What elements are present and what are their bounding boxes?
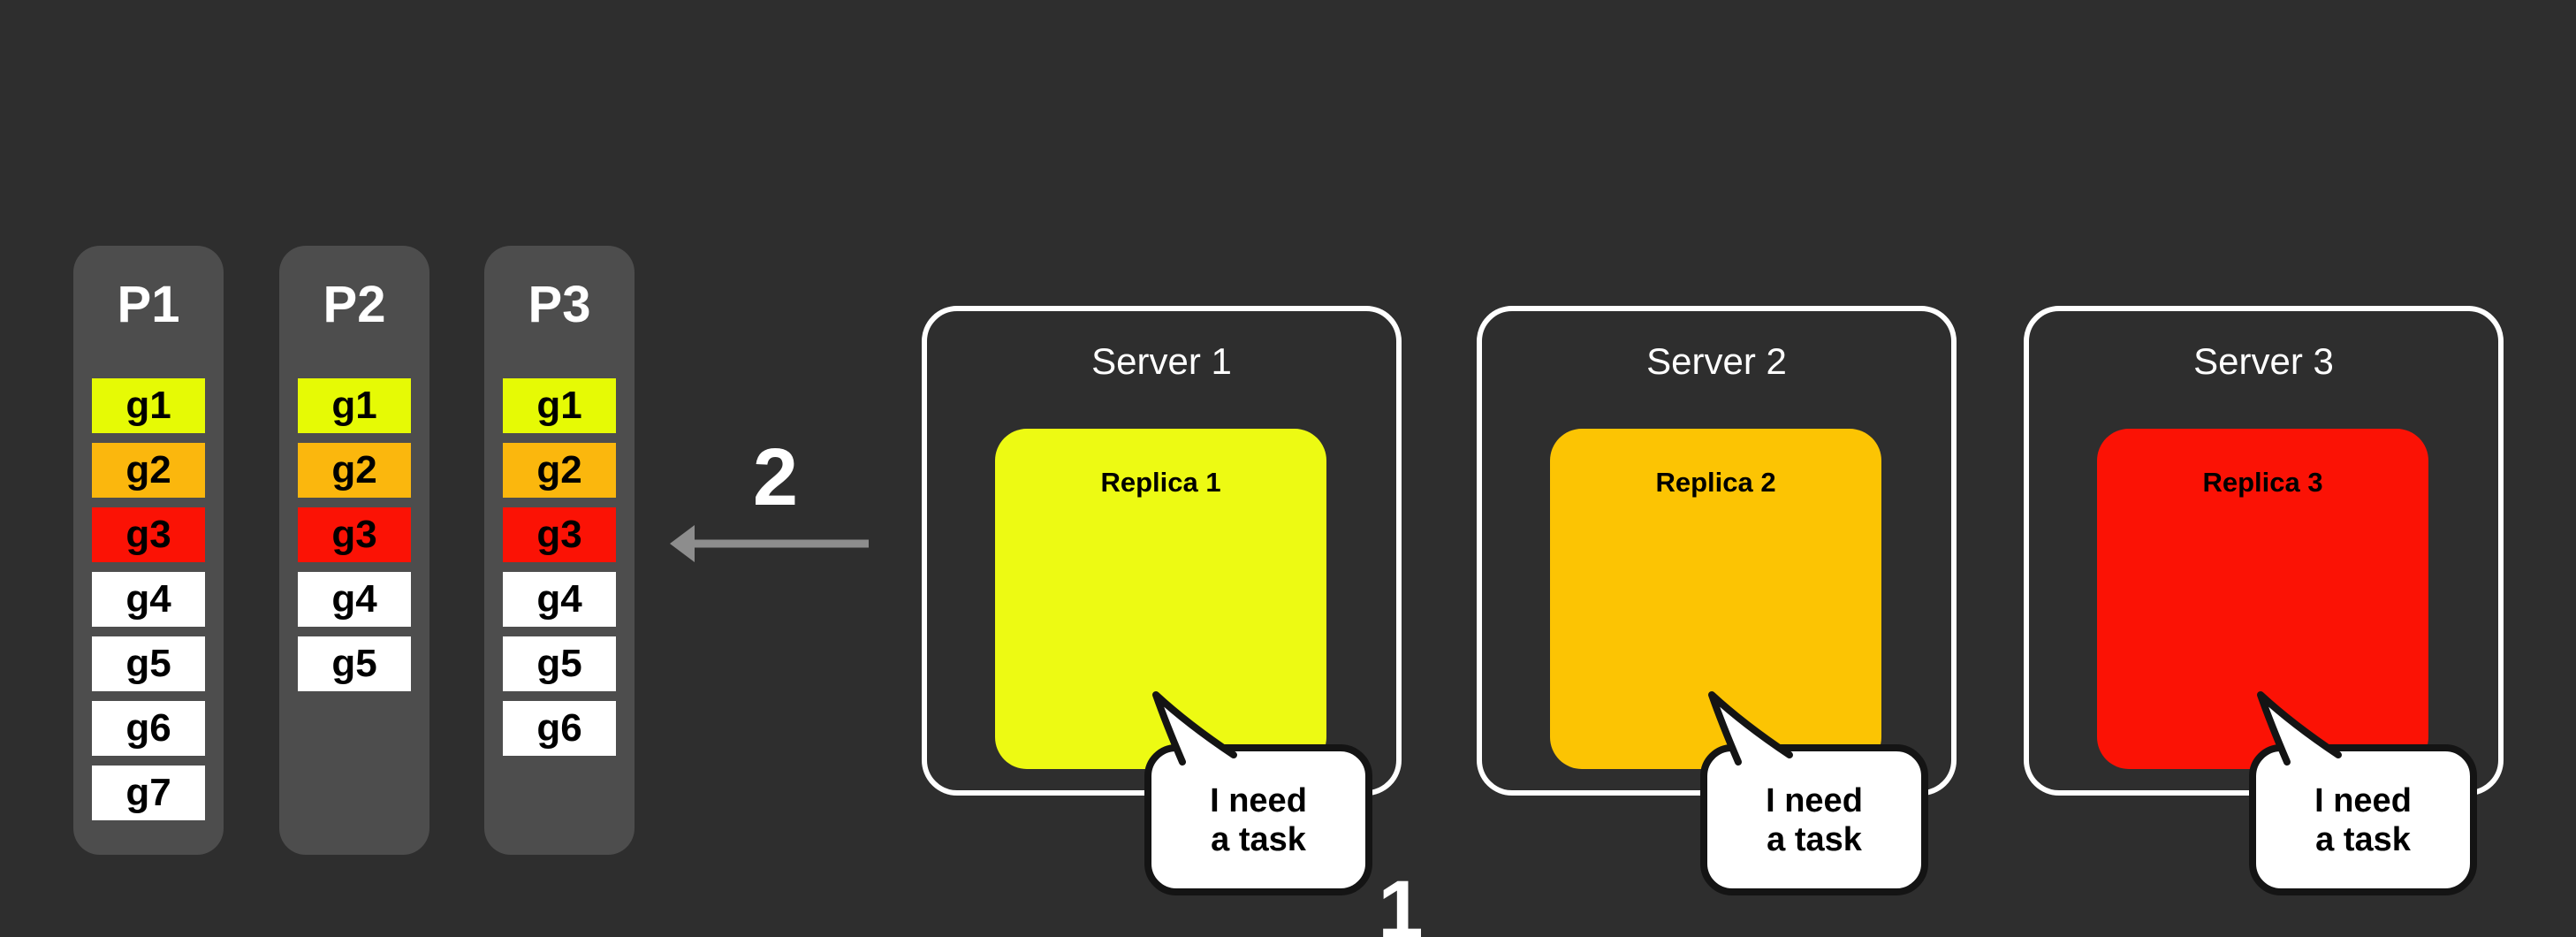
task-cell: g5	[503, 636, 616, 691]
server-title: Server 3	[2193, 340, 2334, 382]
speech-tail-icon	[2257, 691, 2342, 766]
task-cell: g4	[503, 572, 616, 627]
task-cell: g1	[503, 378, 616, 433]
replica-3-box: Replica 3	[2097, 429, 2428, 769]
replica-title: Replica 2	[1655, 467, 1776, 498]
speech-bubble-text-line: I need	[1766, 781, 1863, 819]
task-cell: g3	[92, 507, 205, 562]
task-cell: g4	[92, 572, 205, 627]
task-cell: g6	[92, 701, 205, 756]
task-cell: g2	[92, 443, 205, 498]
partition-cell-list: g1 g2 g3 g4 g5 g6	[503, 378, 616, 756]
partition-cell-list: g1 g2 g3 g4 g5	[298, 378, 411, 691]
speech-bubble-server-1: I need a task	[1144, 744, 1372, 895]
speech-bubble-server-2: I need a task	[1700, 744, 1928, 895]
partition-title: P3	[528, 276, 591, 333]
speech-bubble-text-line: a task	[1767, 820, 1862, 858]
task-cell: g3	[503, 507, 616, 562]
task-cell: g5	[92, 636, 205, 691]
task-cell: g3	[298, 507, 411, 562]
task-cell: g4	[298, 572, 411, 627]
replica-title: Replica 1	[1100, 467, 1221, 498]
partition-column-p3: P3 g1 g2 g3 g4 g5 g6	[484, 246, 635, 855]
partition-title: P1	[117, 276, 180, 333]
task-cell: g1	[92, 378, 205, 433]
speech-bubble-text-line: a task	[1211, 820, 1306, 858]
speech-bubble-server-3: I need a task	[2249, 744, 2477, 895]
step-2-label: 2	[752, 432, 799, 522]
partition-column-p1: P1 g1 g2 g3 g4 g5 g6 g7	[73, 246, 224, 855]
partition-column-p2: P2 g1 g2 g3 g4 g5	[279, 246, 429, 855]
server-3-box: Server 3 Replica 3	[2024, 306, 2504, 796]
partition-title: P2	[323, 276, 386, 333]
task-cell: g1	[298, 378, 411, 433]
task-cell: g7	[92, 766, 205, 820]
speech-bubble-text-line: a task	[2315, 820, 2411, 858]
step-1-label: 1	[1378, 865, 1424, 937]
replica-title: Replica 3	[2202, 467, 2323, 498]
left-arrow-icon	[670, 525, 869, 562]
speech-bubble-text-line: I need	[2314, 781, 2412, 819]
task-cell: g5	[298, 636, 411, 691]
speech-tail-icon	[1152, 691, 1237, 766]
speech-tail-icon	[1708, 691, 1793, 766]
task-cell: g2	[503, 443, 616, 498]
task-cell: g6	[503, 701, 616, 756]
server-1-box: Server 1 Replica 1	[922, 306, 1402, 796]
server-title: Server 1	[1091, 340, 1232, 382]
partition-cell-list: g1 g2 g3 g4 g5 g6 g7	[92, 378, 205, 820]
server-title: Server 2	[1646, 340, 1787, 382]
task-cell: g2	[298, 443, 411, 498]
speech-bubble-text-line: I need	[1210, 781, 1307, 819]
